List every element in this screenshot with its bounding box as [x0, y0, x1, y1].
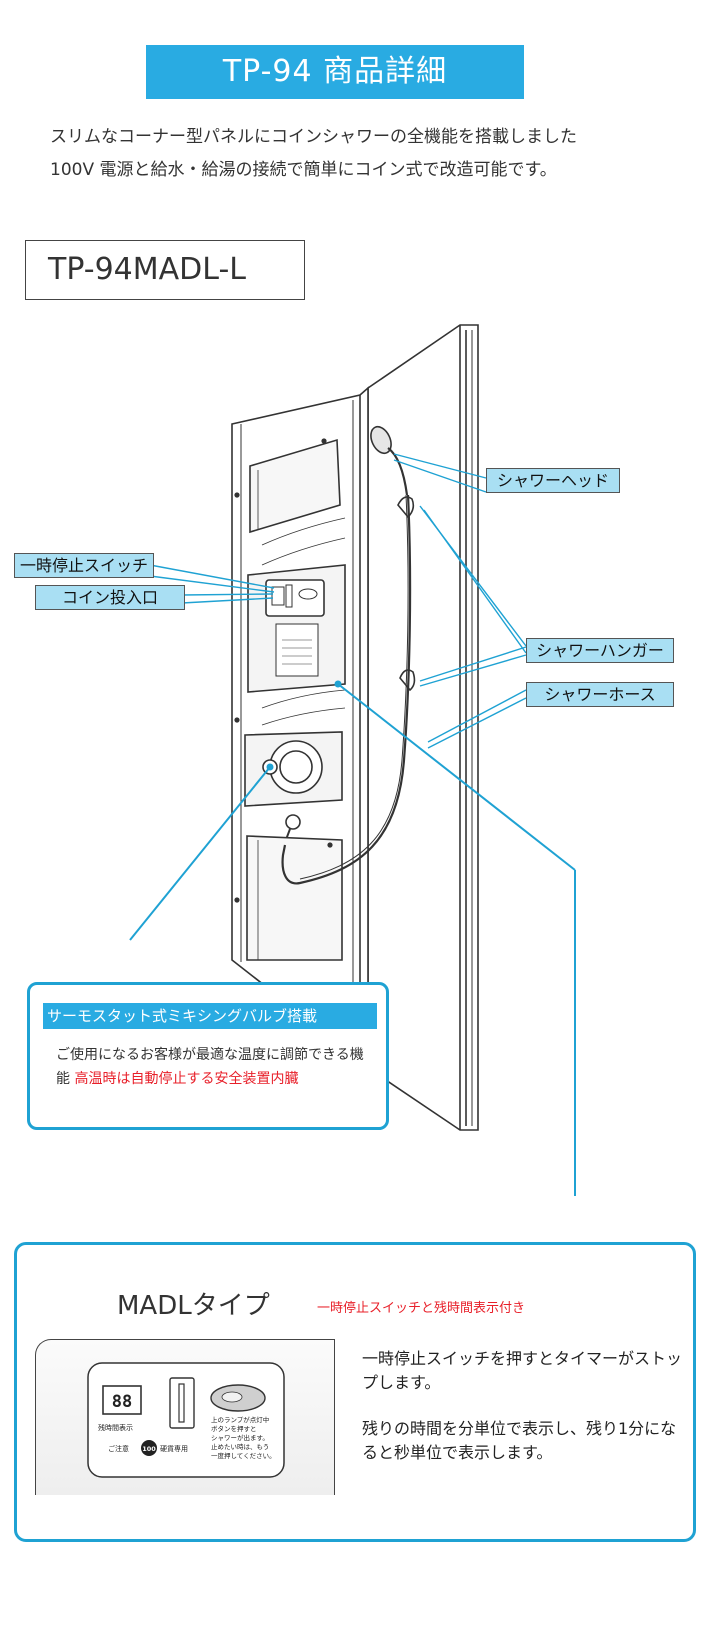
valve-feature-description: ご使用になるお客様が最適な温度に調節できる機能 高温時は自動停止する安全装置内臓 — [56, 1043, 376, 1091]
coin-only-label: 硬貨専用 — [160, 1444, 188, 1453]
madl-note: 一時停止スイッチと残時間表示付き — [317, 1301, 526, 1316]
valve-feature-box: サーモスタット式ミキシングバルブ搭載 ご使用になるお客様が最適な温度に調節できる… — [27, 982, 389, 1130]
shower-head — [370, 425, 392, 455]
valve-feature-title: サーモスタット式ミキシングバルブ搭載 — [43, 1003, 377, 1029]
madl-description-1: 一時停止スイッチを押すとタイマーがストップします。 — [362, 1349, 683, 1392]
coin-denomination: 100 — [142, 1445, 156, 1453]
lamp-text-1: 上のランプが点灯中 — [211, 1415, 269, 1424]
page-title: TP-94 商品詳細 — [146, 45, 524, 99]
bottom-plate — [246, 835, 343, 961]
madl-type-box: MADLタイプ 一時停止スイッチと残時間表示付き 88 残時間表示 ご注意 10… — [14, 1242, 696, 1542]
top-plate — [249, 438, 341, 534]
madl-description-2: 残りの時間を分単位で表示し、残り1分になると秒単位で表示します。 — [362, 1419, 677, 1462]
model-name: TP-94MADL-L — [25, 240, 305, 300]
callout-coin-slot: コイン投入口 — [35, 585, 185, 610]
digit-display — [102, 1385, 142, 1415]
valve-desc-normal: ご使用になるお客様が最適な温度に調節できる機能 — [56, 1047, 364, 1087]
callout-pause-switch: 一時停止スイッチ — [14, 553, 154, 578]
intro-line-2: 100V 電源と給水・給湯の接続で簡単にコイン式で改造可能です。 — [50, 160, 557, 180]
shower-hanger-lower — [399, 669, 416, 692]
lamp-text-2: ボタンを押すと — [211, 1424, 257, 1433]
intro-text: スリムなコーナー型パネルにコインシャワーの全機能を搭載しました 100V 電源と… — [50, 121, 690, 187]
intro-line-1: スリムなコーナー型パネルにコインシャワーの全機能を搭載しました — [50, 127, 577, 147]
digit-readout: 88 — [112, 1392, 132, 1412]
valve-desc-warning: 高温時は自動停止する安全装置内臓 — [74, 1071, 299, 1087]
caution-label: ご注意 — [108, 1444, 129, 1453]
lamp-text-5: 一度押してください。 — [211, 1451, 276, 1460]
callout-shower-hose: シャワーホース — [526, 682, 674, 707]
lamp-text-3: シャワーが出ます。 — [211, 1433, 269, 1442]
instruction-label — [275, 623, 319, 677]
madl-title: MADLタイプ — [117, 1291, 270, 1321]
madl-control-panel: 88 残時間表示 ご注意 100 硬貨専用 上のランプが点灯中 ボタンを押すと … — [35, 1339, 335, 1495]
callout-shower-hanger: シャワーハンガー — [526, 638, 674, 663]
remaining-time-label: 残時間表示 — [98, 1423, 133, 1432]
coin-icon — [141, 1440, 157, 1456]
madl-panel-illustration: 88 残時間表示 ご注意 100 硬貨専用 上のランプが点灯中 ボタンを押すと … — [87, 1362, 285, 1478]
shower-hose — [281, 494, 412, 885]
faucet — [285, 814, 301, 830]
lamp-text-4: 止めたい時は、もう — [211, 1442, 269, 1451]
callout-shower-head: シャワーヘッド — [486, 468, 620, 493]
